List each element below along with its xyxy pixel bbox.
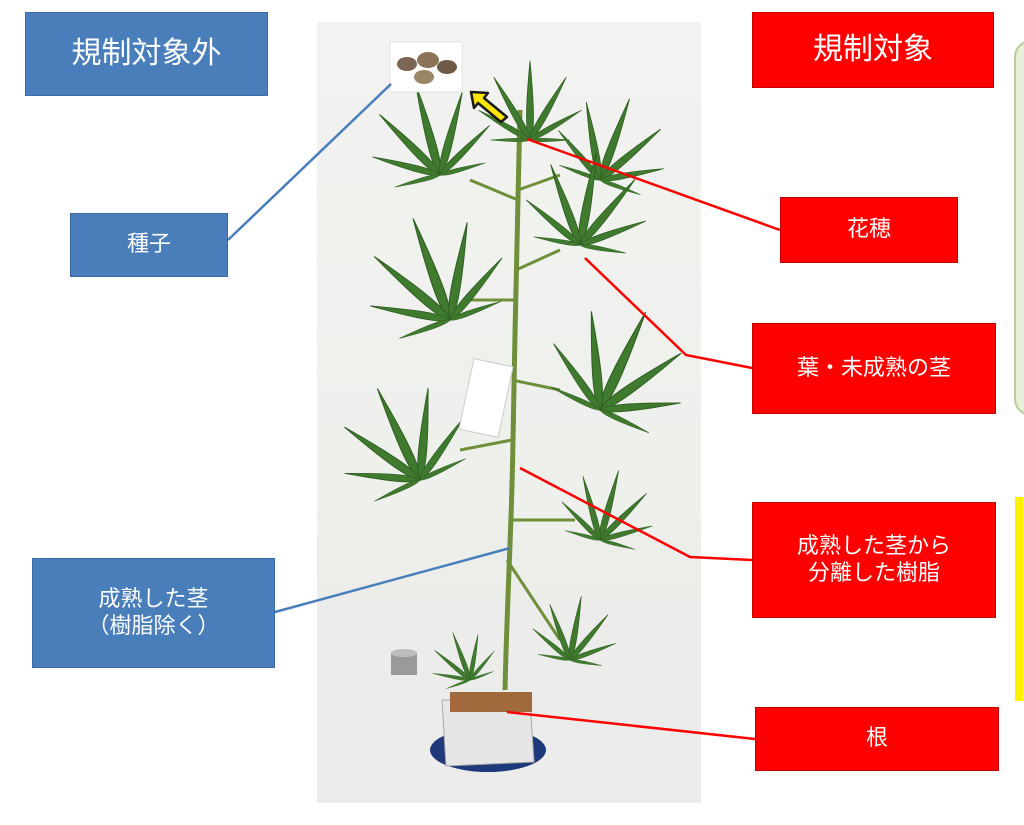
connector-flower: [526, 137, 781, 232]
connector-resin: [519, 466, 753, 562]
connector-seed: [227, 83, 392, 241]
side-highlight-bar: [1015, 497, 1023, 701]
floor-cup: [391, 649, 417, 675]
header-excluded: 規制対象外: [25, 12, 268, 96]
label-flower: 花穂: [780, 197, 958, 263]
connector-lines: [227, 83, 781, 741]
branches: [459, 173, 575, 641]
main-stem: [502, 109, 523, 691]
label-leaf-stem: 葉・未成熟の茎: [752, 323, 996, 414]
label-resin-line1: 成熟した茎から: [796, 533, 951, 559]
label-mature-stem: 成熟した茎 （樹脂除く）: [32, 558, 275, 668]
plant-tag: [458, 358, 514, 438]
header-regulated: 規制対象: [752, 12, 994, 88]
connector-leaf: [584, 257, 753, 370]
seed-image: [389, 41, 463, 93]
connector-stem: [274, 546, 511, 614]
arrow-icon: [469, 90, 509, 124]
label-resin-line2: 分離した樹脂: [807, 561, 940, 586]
label-mature-stem-line1: 成熟した茎: [98, 586, 209, 612]
label-root: 根: [755, 707, 999, 771]
connector-root: [506, 710, 756, 741]
label-resin: 成熟した茎から 分離した樹脂: [752, 502, 996, 618]
pot: [430, 692, 546, 772]
label-seed: 種子: [70, 213, 228, 277]
label-mature-stem-line2: （樹脂除く）: [87, 614, 220, 639]
